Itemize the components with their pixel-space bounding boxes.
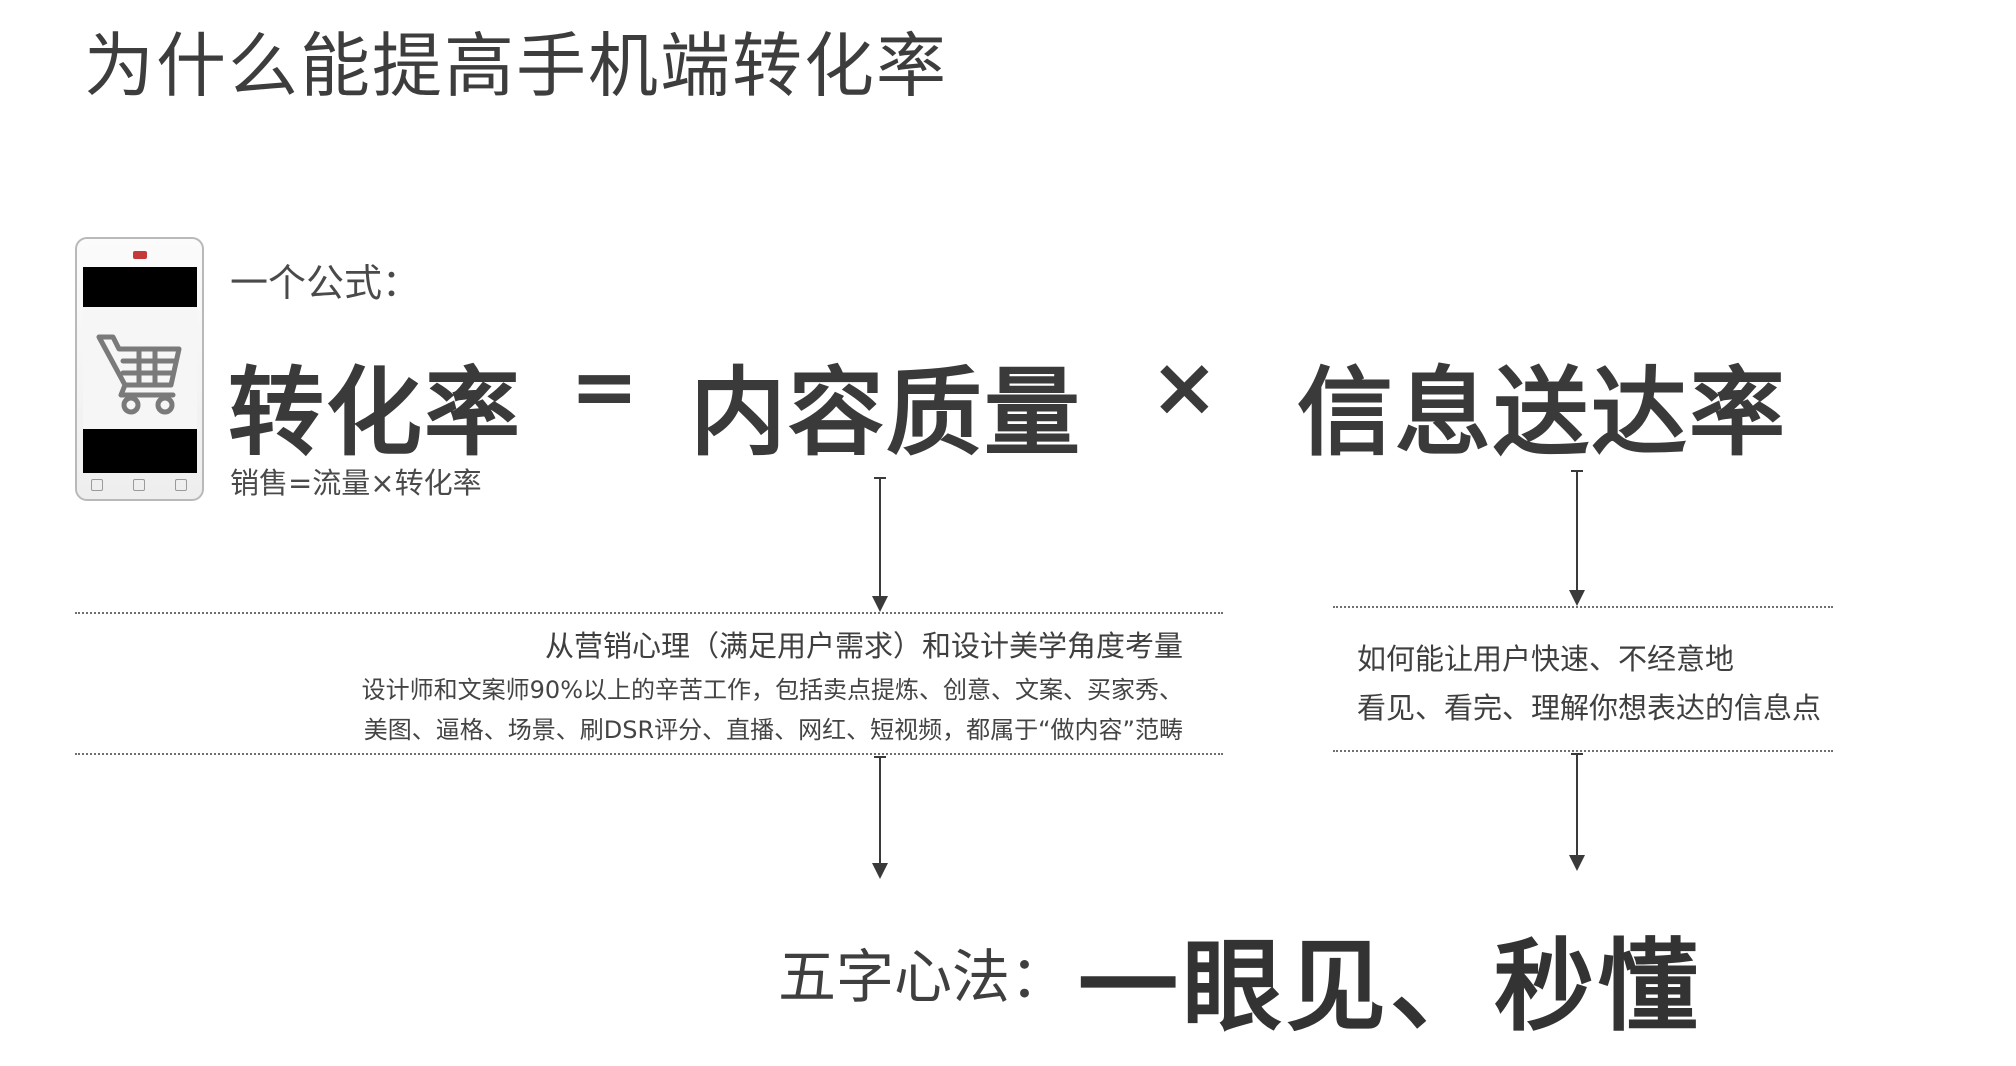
dotted-divider (1333, 750, 1833, 752)
softkey-icon (175, 479, 187, 491)
arrow-down-icon (1569, 590, 1585, 606)
arrow-line (1576, 753, 1578, 855)
delivery-rate-line2: 看见、看完、理解你想表达的信息点 (1357, 691, 1822, 725)
content-quality-line1: 设计师和文案师90%以上的辛苦工作，包括卖点提炼、创意、文案、买家秀、 (361, 676, 1183, 704)
page-title: 为什么能提高手机端转化率 (84, 25, 948, 107)
formula-intro: 一个公式： (230, 261, 421, 305)
slogan-main: 一眼见、秒懂 (1078, 928, 1702, 1045)
phone-softkeys (87, 479, 193, 493)
dotted-divider (1333, 606, 1833, 608)
shopping-cart-icon (96, 334, 182, 415)
arrow-line (879, 477, 881, 597)
formula-times: × (1150, 340, 1219, 435)
formula-term-content-quality: 内容质量 (690, 357, 1082, 469)
slogan-label: 五字心法： (778, 943, 1069, 1011)
arrow-down-icon (872, 596, 888, 612)
phone-cart-icon (75, 237, 204, 501)
dotted-divider (75, 612, 1223, 614)
arrow-line (879, 756, 881, 864)
arrow-down-icon (1569, 855, 1585, 871)
sub-formula: 销售=流量×转化率 (230, 466, 482, 500)
phone-brand-mark (133, 251, 147, 259)
content-quality-heading: 从营销心理（满足用户需求）和设计美学角度考量 (544, 629, 1183, 663)
content-quality-line2: 美图、逼格、场景、刷DSR评分、直播、网红、短视频，都属于“做内容”范畴 (363, 716, 1183, 744)
formula-term-conversion: 转化率 (228, 357, 522, 469)
formula-term-delivery-rate: 信息送达率 (1297, 357, 1787, 469)
phone-screen-panel (83, 307, 197, 429)
softkey-icon (133, 479, 145, 491)
softkey-icon (91, 479, 103, 491)
dotted-divider (75, 753, 1223, 755)
arrow-down-icon (872, 863, 888, 879)
delivery-rate-line1: 如何能让用户快速、不经意地 (1357, 642, 1735, 676)
phone-screen (83, 267, 197, 473)
arrow-line (1576, 470, 1578, 590)
formula-equals: = (570, 340, 639, 435)
